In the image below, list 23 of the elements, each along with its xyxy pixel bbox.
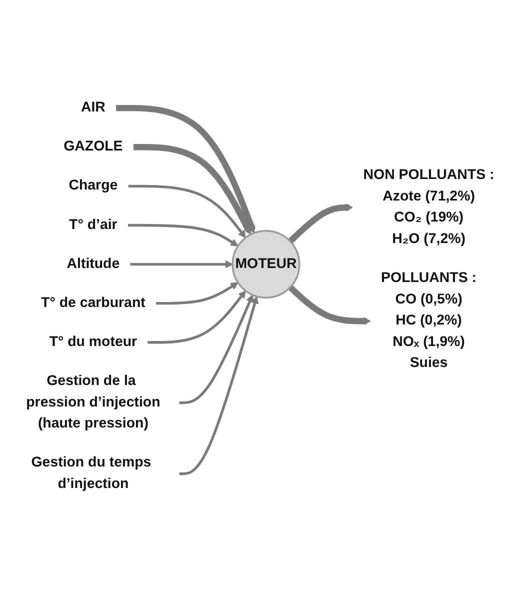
- node-text: T° d’air: [69, 217, 118, 232]
- arrow: [133, 144, 252, 235]
- node-text: GAZOLE: [64, 138, 123, 154]
- arrow: [179, 294, 254, 404]
- node-circle: MOTEUR: [232, 230, 300, 298]
- node-text: AIR: [80, 100, 106, 115]
- arrow: [288, 284, 371, 325]
- node-text: Gestion du temps d’injection: [31, 454, 152, 492]
- node-text: T° du moteur: [49, 334, 138, 350]
- node-text: NON POLLUANTS : Azote (71,2%) CO₂ (19%) H₂O (7,2%): [363, 167, 494, 246]
- arrow: [288, 203, 353, 244]
- arrow: [148, 290, 246, 344]
- node-text: Gestion de la pression d’injection (haute pression): [26, 373, 160, 431]
- node-text: POLLUANTS : CO (0,5%) HC (0,2%) NOₓ (1,9%) Suies: [381, 270, 476, 371]
- arrow: [116, 104, 256, 234]
- node-text: Charge: [68, 178, 118, 194]
- arrow: [128, 184, 246, 238]
- arrow: [179, 296, 259, 475]
- node-text: Altitude: [66, 256, 120, 272]
- node-text: T° de carburant: [41, 295, 146, 310]
- arrow: [130, 260, 233, 268]
- arrow: [156, 282, 238, 304]
- arrow: [128, 224, 238, 246]
